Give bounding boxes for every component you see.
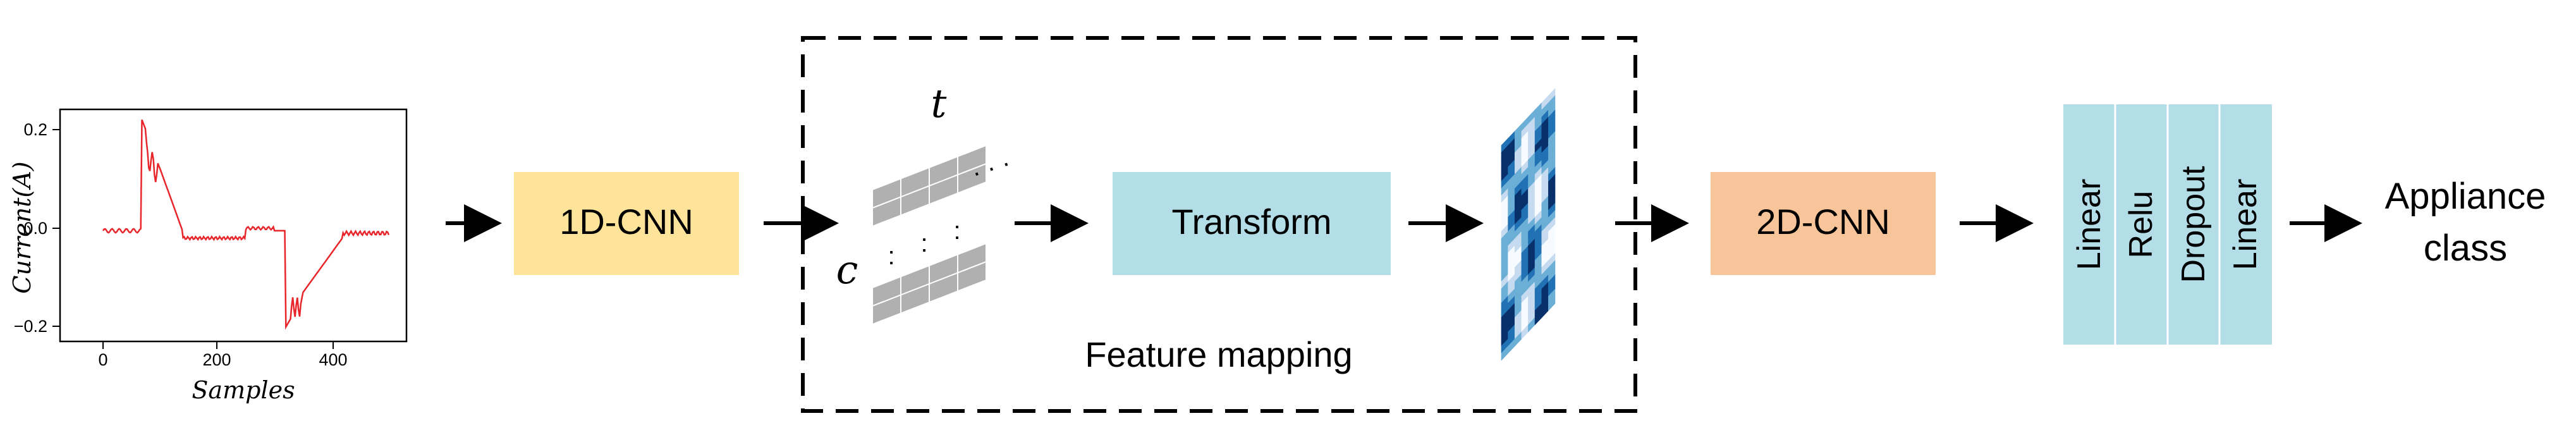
layer-label-linear: Linear — [2227, 179, 2264, 271]
current-signal-plot: 0.2 0.0 −0.2 0 200 400 Samples Current(A… — [8, 108, 408, 404]
cnn1d-box — [514, 172, 739, 275]
output-line1: Appliance — [2385, 176, 2546, 217]
cnn2d-block: 2D-CNN — [1711, 172, 1936, 275]
cnn2d-box — [1711, 172, 1936, 275]
ytick-label: −0.2 — [14, 317, 47, 336]
feature-grid-cell — [957, 261, 987, 292]
ellipsis-down: : — [953, 217, 960, 245]
ellipsis-down: : — [888, 242, 894, 270]
transform-box — [1113, 172, 1391, 275]
feature-heatmap — [1501, 88, 1556, 361]
t-axis-label: t — [931, 80, 947, 126]
cnn2d-label: 2D-CNN — [1756, 202, 1890, 242]
output-line2: class — [2424, 228, 2507, 269]
xtick-label: 200 — [202, 350, 231, 369]
plot-ylabel: Current(A) — [8, 161, 36, 293]
transform-label: Transform — [1171, 202, 1331, 242]
cnn1d-block: 1D-CNN — [514, 172, 739, 275]
output-label: Appliance class — [2385, 176, 2546, 269]
layer-label-relu: Relu — [2123, 191, 2159, 259]
feature-grid-stack — [872, 144, 987, 326]
current-signal-line — [102, 119, 390, 330]
ellipsis-down: : — [920, 230, 927, 257]
classifier-block: Linear Relu Dropout Linear — [2063, 104, 2272, 345]
xtick-label: 0 — [98, 350, 107, 369]
c-axis-label: c — [836, 247, 858, 293]
ytick-label: 0.2 — [23, 120, 47, 139]
plot-frame — [59, 108, 408, 343]
heatmap-cell — [1548, 295, 1556, 312]
feature-grid-cell — [957, 162, 987, 194]
feature-mapping-label: Feature mapping — [1085, 334, 1352, 374]
plot-xlabel: Samples — [192, 376, 295, 404]
xtick-label: 400 — [319, 350, 347, 369]
feature-mapping-group: Feature mapping t c · · · : : : Transfor… — [801, 36, 1637, 413]
layer-label-dropout: Dropout — [2175, 166, 2212, 283]
cnn1d-label: 1D-CNN — [559, 202, 693, 242]
layer-label-linear: Linear — [2071, 179, 2108, 271]
ytick-label: 0.0 — [23, 219, 47, 238]
